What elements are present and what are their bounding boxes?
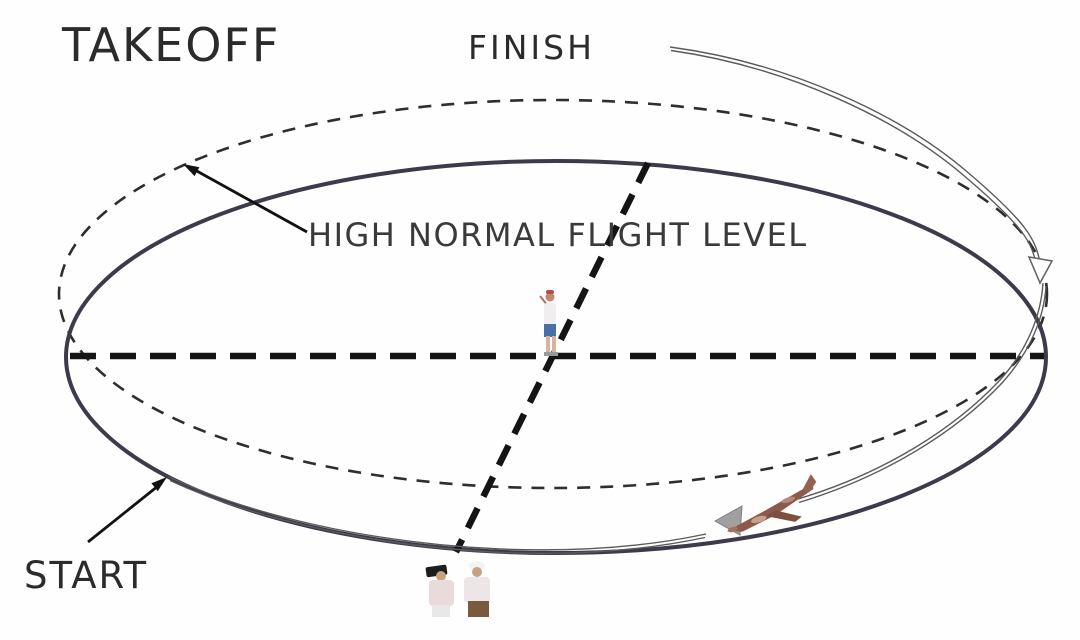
pilot-figure	[539, 290, 558, 356]
high-flight-circle	[57, 98, 1049, 490]
start-label: START	[24, 554, 149, 597]
takeoff-path	[168, 282, 1047, 555]
hnfl-arrow	[183, 164, 308, 234]
finish-label: FINISH	[468, 28, 595, 67]
judges-figures	[425, 561, 490, 617]
start-arrow	[87, 477, 167, 544]
takeoff-label: TAKEOFF	[62, 18, 281, 72]
finish-arrowhead-icon	[1027, 255, 1054, 285]
diagonal-diameter	[453, 161, 651, 554]
finish-spiral	[669, 46, 1041, 264]
high-normal-flight-level-label: HIGH NORMAL FLIGHT LEVEL	[308, 216, 808, 254]
model-airplane	[726, 474, 817, 533]
